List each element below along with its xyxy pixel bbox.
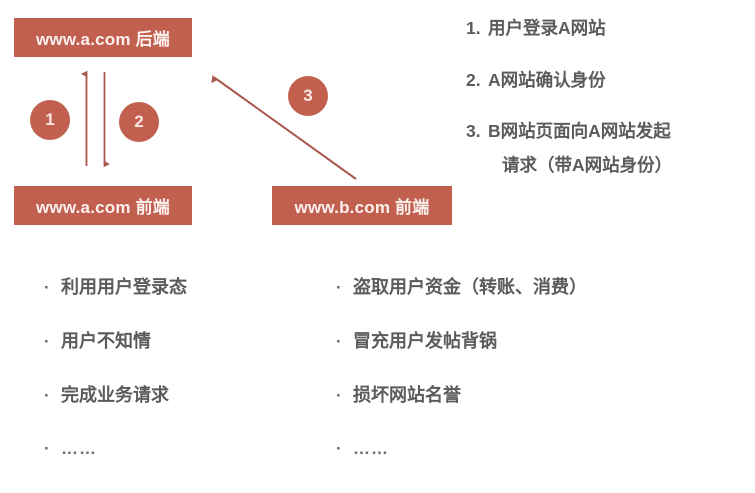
list-text: 冒充用户发帖背锅 — [353, 331, 497, 351]
bullet-dot-icon: · — [44, 278, 50, 297]
list-text: 用户登录A网站 — [488, 18, 606, 38]
bullet-dot-icon: · — [336, 386, 342, 405]
list-text: B网站页面向A网站发起 — [488, 121, 671, 141]
node-a-com-backend[interactable]: www.a.com 后端 — [14, 18, 192, 57]
list-item: · 完成业务请求 — [44, 386, 187, 404]
bullet-dot-icon: · — [336, 439, 342, 458]
list-item: 3. B网站页面向A网站发起 — [466, 121, 746, 141]
list-item: · 利用用户登录态 — [44, 278, 187, 296]
step-badge-label: 3 — [303, 86, 313, 105]
list-text: A网站确认身份 — [488, 69, 606, 90]
list-text: …… — [353, 439, 389, 458]
bullet-list-left: · 利用用户登录态 · 用户不知情 · 完成业务请求 · …… — [44, 278, 187, 493]
list-item: 1. 用户登录A网站 — [466, 18, 746, 38]
step-badge-1: 1 — [30, 100, 70, 140]
diagram-canvas: www.a.com 后端 www.a.com 前端 www.b.com 前端 1… — [14, 18, 746, 457]
step-badge-3: 3 — [288, 76, 328, 116]
bullet-dot-icon: · — [336, 278, 342, 297]
list-item: · 冒充用户发帖背锅 — [336, 332, 587, 350]
list-item: · …… — [336, 440, 587, 457]
numbered-steps-list: 1. 用户登录A网站 2. A网站确认身份 3. B网站页面向A网站发起 请求（… — [466, 18, 746, 175]
bullet-dot-icon: · — [44, 439, 50, 458]
node-label: www.a.com 前端 — [35, 198, 171, 217]
node-label: www.a.com 后端 — [35, 30, 171, 49]
list-marker: 3. — [466, 121, 481, 141]
list-text: 盗取用户资金（转账、消费） — [353, 277, 587, 297]
bullet-dot-icon: · — [336, 332, 342, 351]
list-item: · 损坏网站名誉 — [336, 386, 587, 404]
list-text-continuation: 请求（带A网站身份） — [502, 154, 673, 175]
list-item: · …… — [44, 440, 187, 457]
step-badge-2: 2 — [119, 102, 159, 142]
list-text: 完成业务请求 — [61, 385, 169, 405]
list-item: 2. A网站确认身份 — [466, 69, 746, 90]
step-badge-label: 1 — [45, 110, 55, 129]
step-badge-label: 2 — [134, 112, 144, 131]
list-item: · 盗取用户资金（转账、消费） — [336, 278, 587, 296]
node-a-com-frontend[interactable]: www.a.com 前端 — [14, 186, 192, 225]
list-marker: 1. — [466, 18, 481, 38]
arrow-step-3 — [211, 75, 357, 180]
list-text: 利用用户登录态 — [61, 277, 187, 297]
list-text: 损坏网站名誉 — [353, 385, 461, 405]
bullet-dot-icon: · — [44, 386, 50, 405]
list-item: · 用户不知情 — [44, 332, 187, 350]
list-marker: 2. — [466, 69, 481, 90]
list-text: …… — [61, 439, 97, 458]
bullet-list-right: · 盗取用户资金（转账、消费） · 冒充用户发帖背锅 · 损坏网站名誉 · …… — [336, 278, 587, 493]
list-text: 用户不知情 — [61, 331, 151, 351]
bullet-dot-icon: · — [44, 332, 50, 351]
node-label: www.b.com 前端 — [294, 198, 430, 217]
node-b-com-frontend[interactable]: www.b.com 前端 — [272, 186, 452, 225]
